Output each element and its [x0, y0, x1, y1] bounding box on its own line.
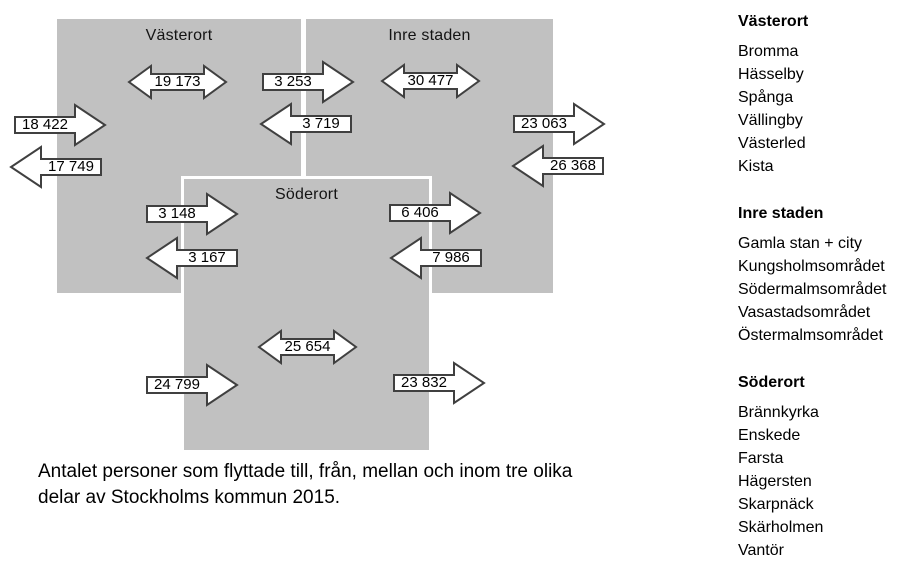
arrow-vasterort-internal: 19 173 — [127, 64, 228, 100]
arrow-value: 24 799 — [154, 376, 200, 393]
caption-line-1: Antalet personer som flyttade till, från… — [38, 461, 573, 482]
left-arrow-icon — [389, 236, 482, 280]
right-arrow-icon — [262, 60, 355, 104]
arrow-value: 3 167 — [188, 249, 226, 266]
arrow-into-inre: 26 368 — [511, 144, 604, 188]
legend-district: Farsta — [738, 450, 784, 467]
legend-district: Brännkyrka — [738, 404, 819, 421]
arrow-value: 19 173 — [154, 73, 201, 90]
arrow-soderort-to-vasterort: 3 167 — [145, 236, 238, 280]
legend-group-title: Västerort — [738, 13, 809, 30]
legend-district: Gamla stan + city — [738, 235, 863, 252]
legend-group-vasterort: Västerort Bromma Hässelby Spånga Välling… — [738, 10, 887, 178]
double-arrow-icon — [127, 64, 228, 100]
arrow-value: 18 422 — [22, 116, 68, 133]
left-arrow-icon — [259, 102, 352, 146]
legend-district: Vasastadsområdet — [738, 304, 871, 321]
arrow-value: 3 148 — [158, 205, 196, 222]
arrow-value: 26 368 — [550, 157, 596, 174]
arrow-value: 23 063 — [521, 115, 567, 132]
legend-district: Skarpnäck — [738, 496, 814, 513]
district-legend: Västerort Bromma Hässelby Spånga Välling… — [738, 10, 887, 568]
region-label-inre-staden: Inre staden — [388, 27, 471, 44]
arrow-value: 30 477 — [407, 72, 454, 89]
arrow-inre-staden-internal: 30 477 — [380, 63, 481, 99]
arrow-out-of-vasterort: 17 749 — [9, 145, 102, 189]
arrow-value: 6 406 — [401, 204, 439, 221]
arrow-into-soderort: 24 799 — [146, 363, 239, 407]
legend-group-soderort: Söderort Brännkyrka Enskede Farsta Häger… — [738, 371, 887, 562]
double-arrow-icon — [257, 329, 358, 365]
legend-district: Hägersten — [738, 473, 812, 490]
legend-district: Hässelby — [738, 66, 804, 83]
region-label-vasterort: Västerort — [145, 27, 213, 44]
arrow-out-of-inre: 23 063 — [513, 102, 606, 146]
arrow-soderort-internal: 25 654 — [257, 329, 358, 365]
right-arrow-icon — [146, 192, 239, 236]
right-arrow-icon — [393, 361, 486, 405]
right-arrow-icon — [389, 191, 482, 235]
arrow-value: 3 253 — [274, 73, 312, 90]
legend-group-title: Inre staden — [738, 205, 824, 222]
arrow-out-of-soderort: 23 832 — [393, 361, 486, 405]
legend-district: Vällingby — [738, 112, 803, 129]
legend-district: Enskede — [738, 427, 801, 444]
legend-district: Västerled — [738, 135, 806, 152]
legend-district: Spånga — [738, 89, 794, 106]
figure-caption: Antalet personer som flyttade till, från… — [38, 459, 572, 511]
right-arrow-icon — [14, 103, 107, 147]
arrow-value: 17 749 — [48, 158, 94, 175]
legend-group-title: Söderort — [738, 374, 805, 391]
left-arrow-icon — [145, 236, 238, 280]
region-label-soderort: Söderort — [275, 186, 338, 203]
right-arrow-icon — [513, 102, 606, 146]
caption-line-2: delar av Stockholms kommun 2015. — [38, 487, 341, 508]
arrow-value: 7 986 — [432, 249, 470, 266]
legend-group-inre-staden: Inre staden Gamla stan + city Kungsholms… — [738, 202, 887, 347]
left-arrow-icon — [511, 144, 604, 188]
legend-district: Södermalmsområdet — [738, 281, 887, 298]
legend-district: Östermalmsområdet — [738, 327, 883, 344]
right-arrow-icon — [146, 363, 239, 407]
legend-district: Kista — [738, 158, 774, 175]
legend-district: Skärholmen — [738, 519, 824, 536]
legend-district: Bromma — [738, 43, 799, 60]
arrow-value: 3 719 — [302, 115, 340, 132]
arrow-soderort-to-inre: 6 406 — [389, 191, 482, 235]
arrow-value: 23 832 — [401, 374, 447, 391]
arrow-value: 25 654 — [284, 338, 331, 355]
arrow-into-vasterort: 18 422 — [14, 103, 107, 147]
arrow-inre-to-vasterort: 3 719 — [259, 102, 352, 146]
left-arrow-icon — [9, 145, 102, 189]
legend-district: Kungsholmsområdet — [738, 258, 885, 275]
legend-district: Vantör — [738, 542, 784, 559]
arrow-inre-to-soderort: 7 986 — [389, 236, 482, 280]
arrow-vasterort-to-soderort: 3 148 — [146, 192, 239, 236]
double-arrow-icon — [380, 63, 481, 99]
arrow-vasterort-to-inre: 3 253 — [262, 60, 355, 104]
